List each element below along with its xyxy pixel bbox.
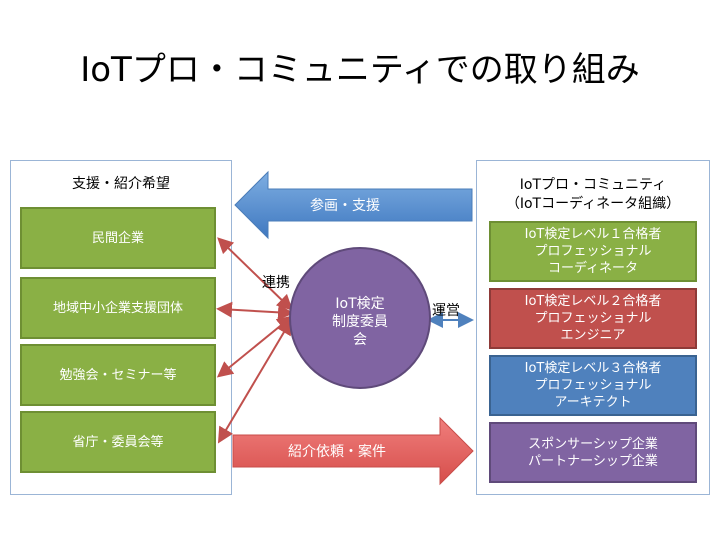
participation-arrow — [234, 170, 473, 240]
referral-arrow — [232, 416, 474, 486]
page-title: IoTプロ・コミュニティでの取り組み — [80, 50, 640, 90]
link-seminars — [216, 315, 294, 378]
left-panel-heading: 支援・紹介希望 — [72, 176, 170, 192]
item-level1-coordinator: IoT検定レベル１合格者 プロフェッショナル コーディネータ — [489, 221, 697, 282]
item-regional-sme-support: 地域中小企業支援団体 — [20, 277, 216, 339]
bottom-arrow-label: 紹介依頼・案件 — [288, 444, 386, 460]
operate-label: 運営 — [432, 303, 460, 319]
item-sponsor-partner: スポンサーシップ企業 パートナーシップ企業 — [489, 422, 697, 483]
link-private-company — [217, 237, 293, 311]
right-panel-heading: IoTプロ・コミュニティ （IoTコーディネータ組織） — [505, 177, 681, 212]
link-label: 連携 — [262, 275, 290, 291]
committee-label: IoT検定 制度委員 会 — [332, 296, 388, 348]
item-ministries: 省庁・委員会等 — [20, 411, 216, 473]
item-level2-engineer: IoT検定レベル２合格者 プロフェッショナル エンジニア — [489, 288, 697, 349]
committee-circle — [289, 247, 431, 389]
link-regional-support — [216, 301, 294, 321]
link-ministries — [217, 318, 293, 444]
item-private-company: 民間企業 — [20, 207, 216, 269]
item-seminars: 勉強会・セミナー等 — [20, 344, 216, 406]
item-level3-architect: IoT検定レベル３合格者 プロフェッショナル アーキテクト — [489, 355, 697, 416]
top-arrow-label: 参画・支援 — [310, 198, 380, 214]
